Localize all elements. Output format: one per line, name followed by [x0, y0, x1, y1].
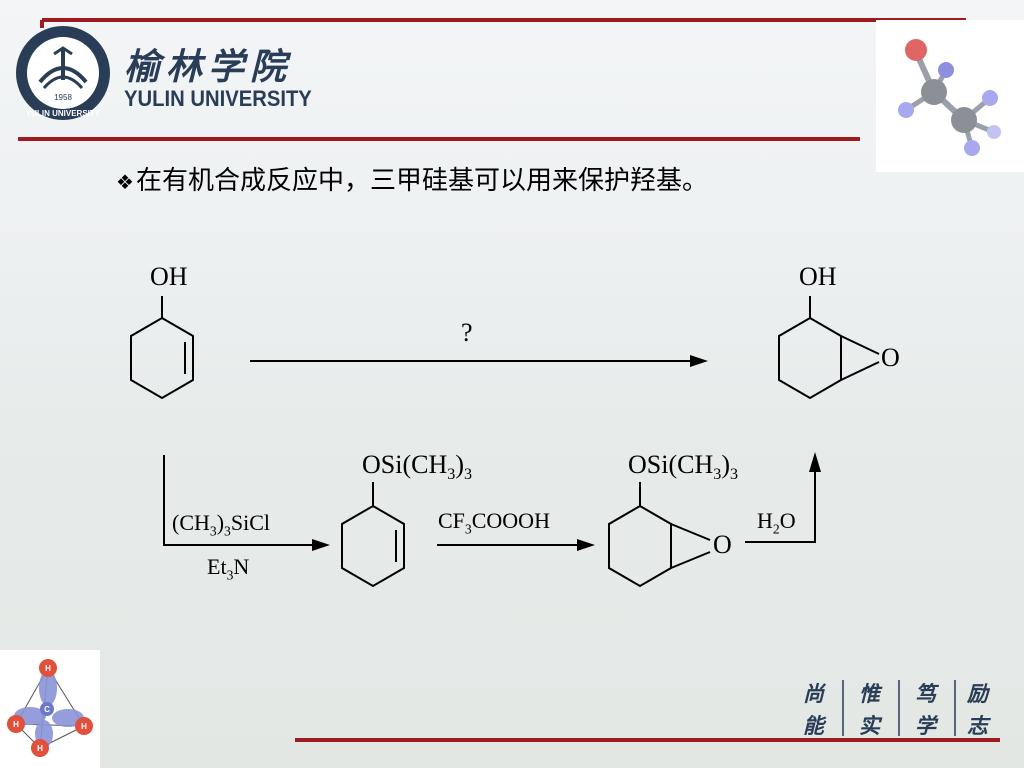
molecule-model-top [876, 20, 1024, 172]
h-atom-label: H [13, 720, 19, 729]
silylation-reagent-label: (CH3)3SiCl [172, 510, 270, 539]
logo-year: 1958 [54, 93, 72, 102]
epoxide-oxygen-label-2: O [713, 530, 732, 559]
ball-and-stick-molecule-icon [898, 39, 1001, 156]
epoxide-oxygen-label: O [881, 343, 900, 372]
motto-dividers [842, 680, 956, 736]
hydrolysis-arrowhead-icon [809, 452, 821, 472]
h-atom-label: H [37, 744, 43, 753]
motto-char: 尚 [803, 681, 824, 706]
protection-path-arrow [163, 455, 318, 546]
university-name-cn: 榆林学院 [124, 46, 293, 88]
hydrolysis-path-arrow [745, 470, 816, 543]
silyl-ether-cyclohexene-structure [341, 482, 405, 588]
reactant-oh-label: OH [150, 262, 188, 291]
diamond-bullet-icon: ❖ [116, 170, 134, 194]
c-atom-label: C [44, 705, 50, 714]
peracid-reagent-label: CF3COOOH [438, 508, 550, 537]
base-reagent-label: Et3N [207, 554, 250, 583]
motto-char: 笃 [915, 681, 936, 706]
water-reagent-label: H2O [757, 508, 796, 537]
product-oh-label: OH [799, 262, 837, 291]
epoxy-cyclohexanol-structure [778, 296, 880, 400]
motto-char: 学 [915, 713, 936, 738]
university-seal-icon: 1958 YULIN UNIVERSITY [16, 26, 110, 120]
motto-char: 能 [803, 713, 824, 738]
top-arrowhead-icon [690, 355, 708, 367]
university-name-en: YULIN UNIVERSITY [124, 86, 312, 111]
protected-group-label: OSi(CH3)3 [362, 450, 473, 484]
statement-line: ❖在有机合成反应中，三甲硅基可以用来保护羟基。 [116, 160, 708, 197]
protection-arrowhead-icon [312, 539, 330, 551]
silyl-ether-epoxide-structure [608, 482, 711, 588]
university-logo: 1958 YULIN UNIVERSITY [14, 24, 112, 127]
motto-char: 实 [859, 713, 880, 738]
protected-group-label-2: OSi(CH3)3 [628, 450, 739, 484]
cyclohexenol-structure [130, 296, 194, 400]
methane-tetrahedron-icon: H H H H C [7, 659, 93, 757]
motto-char: 惟 [859, 681, 880, 706]
statement-text: 在有机合成反应中，三甲硅基可以用来保护羟基。 [135, 166, 708, 196]
motto-char: 志 [967, 713, 988, 738]
h-atom-label: H [45, 664, 51, 673]
h-atom-label: H [81, 722, 87, 731]
unknown-reagent-label: ? [461, 318, 473, 347]
logo-text: YULIN UNIVERSITY [26, 109, 101, 118]
methane-model-bottom: H H H H C [0, 650, 100, 768]
motto-char: 励 [967, 681, 988, 706]
epoxidation-arrowhead-icon [577, 539, 595, 551]
motto-grid: 尚 惟 笃 励 能 实 学 志 [795, 676, 1005, 740]
